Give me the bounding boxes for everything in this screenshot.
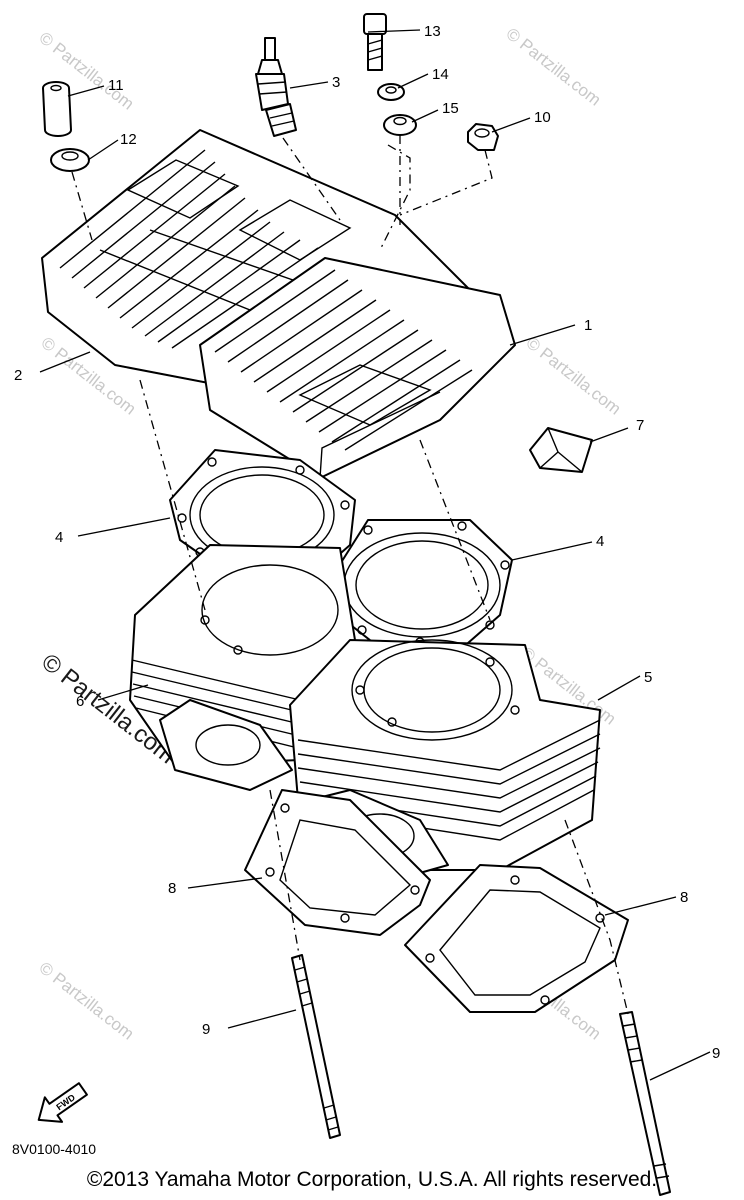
- part-1-cylinder-head-right: [199, 257, 516, 479]
- callout-5: 5: [644, 669, 652, 686]
- callout-9b: 9: [712, 1045, 720, 1062]
- part-7-damper: [529, 427, 593, 473]
- part-10-nut: [467, 123, 499, 151]
- callout-1: 1: [584, 317, 592, 334]
- callout-15: 15: [442, 100, 459, 117]
- part-13-bolt: [363, 13, 387, 71]
- callout-2: 2: [14, 367, 22, 384]
- callout-10: 10: [534, 109, 551, 126]
- forward-arrow-icon: FWD: [37, 1082, 88, 1123]
- callout-4b: 4: [596, 533, 604, 550]
- part-8-base-gasket-right: [404, 864, 629, 1013]
- callout-14: 14: [432, 66, 449, 83]
- part-9-stud-bolt-left: [291, 954, 341, 1139]
- callout-6: 6: [76, 693, 84, 710]
- callout-4a: 4: [55, 529, 63, 546]
- watermark-text: © Partzilla.com: [503, 24, 605, 110]
- part-14-spring-washer: [377, 83, 405, 101]
- watermark-text: © Partzilla.com: [36, 958, 138, 1044]
- assembly-lines: [71, 135, 629, 1015]
- callout-8a: 8: [168, 880, 176, 897]
- callout-13: 13: [424, 23, 441, 40]
- callout-12: 12: [120, 131, 137, 148]
- leader-lines: [39, 29, 711, 1081]
- part-11-collar: [42, 81, 72, 137]
- watermark-text: © Partzilla.com: [523, 333, 625, 419]
- part-4-head-gasket-right: [329, 519, 513, 651]
- callout-11: 11: [108, 77, 124, 94]
- callout-7: 7: [636, 417, 644, 434]
- part-12-washer: [50, 148, 90, 172]
- copyright-notice: ©2013 Yamaha Motor Corporation, U.S.A. A…: [86, 1168, 658, 1191]
- callout-8b: 8: [680, 889, 688, 906]
- part-8-base-gasket-left: [244, 789, 431, 936]
- part-15-washer: [383, 114, 417, 136]
- callout-3: 3: [332, 74, 340, 91]
- callout-labels: 13 14 15 10 3 11 12 2 1 7 4 4 5 6 8 8 9 …: [14, 23, 720, 1062]
- part-3-spark-plug: [255, 37, 297, 137]
- catalog-number: 8V0100-4010: [12, 1141, 97, 1157]
- callout-9a: 9: [202, 1021, 210, 1038]
